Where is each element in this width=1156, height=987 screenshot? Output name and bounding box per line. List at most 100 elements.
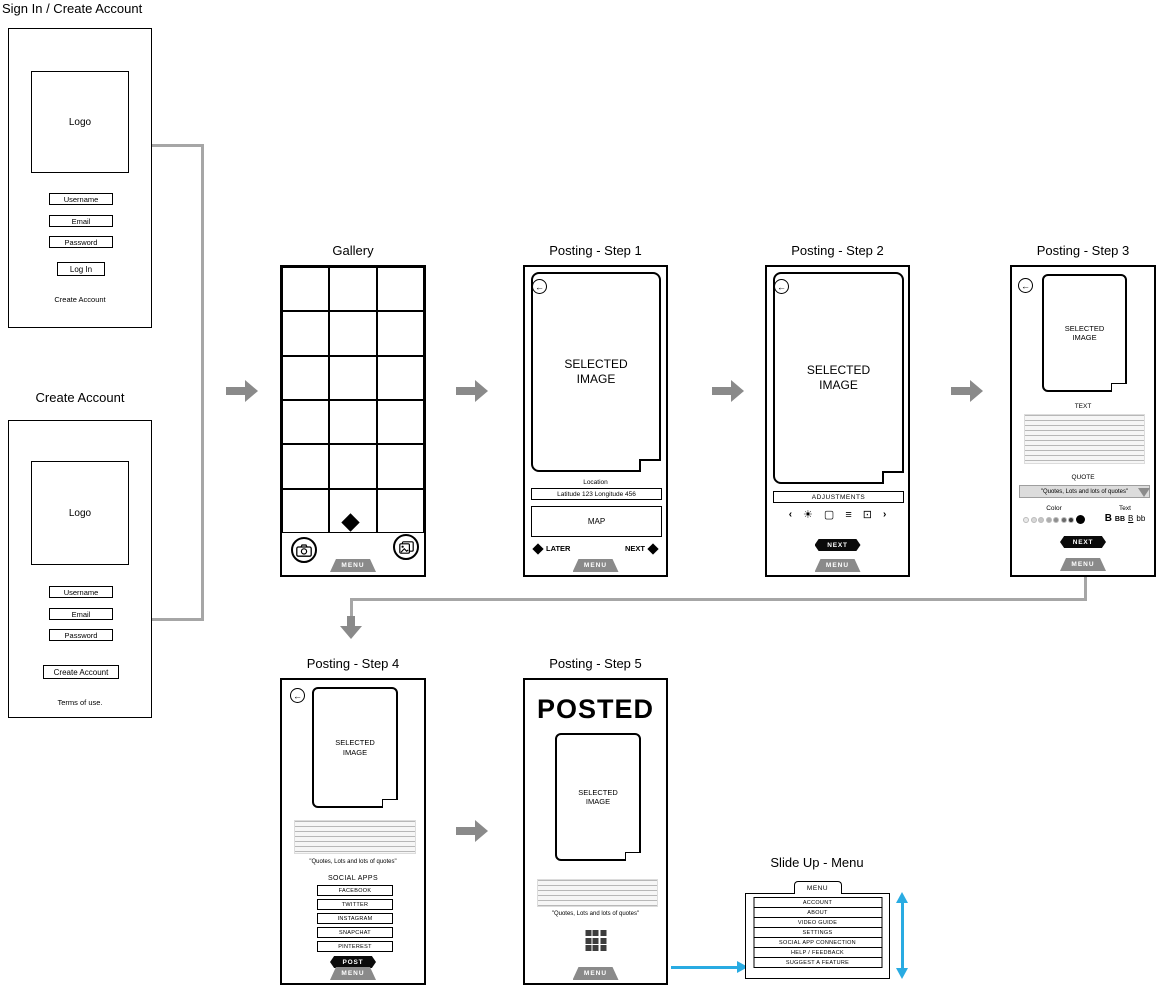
color-swatch[interactable] — [1038, 516, 1045, 523]
social-app-snapchat[interactable]: SNAPCHAT — [317, 927, 393, 938]
posting-step1-screen: ← SELECTED IMAGE Location Latitude 123 L… — [523, 265, 668, 577]
chevron-left-icon[interactable]: ‹ — [788, 509, 793, 520]
next-button[interactable]: NEXT — [625, 542, 659, 555]
photos-button[interactable] — [393, 534, 419, 560]
gallery-cell[interactable] — [329, 355, 377, 400]
menu-tab[interactable]: MENU — [814, 559, 861, 572]
map-view[interactable]: MAP — [531, 506, 662, 537]
location-label: Location — [583, 479, 608, 486]
crop-icon[interactable]: ▢ — [823, 509, 835, 521]
text-style-option[interactable]: B — [1104, 513, 1112, 524]
menu-item-list: ACCOUNT ABOUT VIDEO GUIDE SETTINGS SOCIA… — [753, 897, 882, 968]
gallery-cell[interactable] — [376, 311, 424, 356]
sliders-icon[interactable]: ≡ — [845, 508, 852, 521]
connector-line — [152, 144, 204, 147]
menu-tab[interactable]: MENU — [572, 559, 619, 572]
color-swatch[interactable] — [1023, 516, 1030, 523]
social-apps-label: SOCIAL APPS — [327, 875, 379, 882]
social-app-facebook[interactable]: FACEBOOK — [317, 885, 393, 896]
camera-icon — [296, 543, 312, 557]
gallery-cell[interactable] — [376, 444, 424, 489]
color-options: Color — [1016, 505, 1092, 524]
color-swatch[interactable] — [1075, 515, 1085, 524]
email-field[interactable]: Email — [49, 215, 113, 227]
gallery-cell[interactable] — [282, 488, 330, 533]
posted-heading: POSTED — [536, 694, 655, 724]
sign-in-screen: Logo Username Email Password Log In Crea… — [8, 28, 152, 328]
gallery-cell[interactable] — [329, 399, 377, 445]
quote-dropdown[interactable]: "Quotes, Lots and lots of quotes" — [1019, 485, 1150, 498]
gallery-cell[interactable] — [282, 355, 330, 400]
terms-of-use-link[interactable]: Terms of use. — [57, 698, 103, 707]
log-in-button[interactable]: Log In — [57, 262, 105, 276]
back-button[interactable]: ← — [532, 279, 547, 294]
gallery-cell[interactable] — [376, 488, 424, 533]
grid-square — [585, 937, 591, 944]
logo-placeholder: Logo — [31, 461, 129, 565]
gallery-cell[interactable] — [329, 311, 377, 356]
connector-line — [152, 618, 204, 621]
gallery-cell[interactable] — [329, 267, 377, 312]
slide-up-menu-panel: MENU ACCOUNT ABOUT VIDEO GUIDE SETTINGS … — [745, 881, 890, 979]
social-app-pinterest[interactable]: PINTEREST — [317, 941, 393, 952]
posting-step2-screen: ← SELECTED IMAGE ADJUSTMENTS ‹ ☀ ▢ ≡ ⊡ ›… — [765, 265, 910, 577]
text-style-option[interactable]: B — [1128, 514, 1134, 523]
password-field[interactable]: Password — [49, 629, 113, 641]
gallery-cell[interactable] — [282, 399, 330, 445]
text-input-area[interactable] — [1024, 414, 1145, 464]
chevron-right-icon[interactable]: › — [882, 509, 887, 520]
next-button[interactable]: NEXT — [1060, 536, 1106, 548]
next-button[interactable]: NEXT — [814, 539, 861, 551]
create-account-button[interactable]: Create Account — [43, 665, 119, 679]
text-style-option[interactable]: BB — [1114, 516, 1126, 523]
camera-button[interactable] — [291, 537, 317, 563]
posting-step4-screen: ← SELECTED IMAGE "Quotes, Lots and lots … — [280, 678, 426, 985]
back-button[interactable]: ← — [1018, 278, 1033, 293]
social-app-instagram[interactable]: INSTAGRAM — [317, 913, 393, 924]
color-swatch[interactable] — [1053, 516, 1060, 523]
gallery-cell[interactable] — [282, 444, 330, 489]
color-swatch[interactable] — [1060, 516, 1067, 523]
sign-in-title: Sign In / Create Account — [2, 1, 143, 16]
menu-tab[interactable]: MENU — [330, 967, 376, 980]
color-swatch[interactable] — [1045, 516, 1052, 523]
grid-square — [592, 930, 599, 936]
later-button[interactable]: LATER — [532, 542, 570, 555]
step5-title: Posting - Step 5 — [549, 656, 642, 671]
password-field[interactable]: Password — [49, 236, 113, 248]
quote-text: "Quotes, Lots and lots of quotes" — [309, 859, 397, 865]
username-field[interactable]: Username — [49, 586, 113, 598]
selected-image-label: SELECTED IMAGE — [335, 738, 375, 757]
color-swatch[interactable] — [1068, 516, 1075, 523]
focus-icon[interactable]: ⊡ — [862, 509, 872, 521]
menu-tab[interactable]: MENU — [1060, 558, 1106, 571]
back-button[interactable]: ← — [774, 279, 789, 294]
text-style-options: Text B BB B bb — [1096, 505, 1154, 524]
gallery-cell[interactable] — [376, 355, 424, 400]
post-button[interactable]: POST — [330, 956, 376, 968]
menu-item-suggest-a-feature[interactable]: SUGGEST A FEATURE — [753, 957, 882, 968]
grid-square — [585, 930, 591, 936]
menu-tab[interactable]: MENU — [330, 559, 376, 572]
username-field[interactable]: Username — [49, 193, 113, 205]
text-style-option[interactable]: bb — [1136, 514, 1146, 523]
back-button[interactable]: ← — [290, 688, 305, 703]
quote-label: QUOTE — [1071, 474, 1095, 481]
social-app-twitter[interactable]: TWITTER — [317, 899, 393, 910]
gallery-cell[interactable] — [282, 267, 330, 312]
menu-tab[interactable]: MENU — [793, 881, 842, 894]
gallery-cell[interactable] — [376, 399, 424, 445]
create-account-link[interactable]: Create Account — [54, 295, 106, 304]
folded-corner — [625, 852, 641, 861]
flow-arrow-right — [456, 820, 488, 842]
gallery-cell[interactable] — [282, 311, 330, 356]
menu-grid-icon[interactable] — [585, 930, 606, 951]
gallery-cell[interactable] — [376, 267, 424, 312]
menu-tab[interactable]: MENU — [572, 967, 619, 980]
selected-image: SELECTED IMAGE — [555, 733, 641, 861]
text-label: TEXT — [1074, 403, 1092, 410]
brightness-icon[interactable]: ☀ — [803, 509, 813, 521]
gallery-cell[interactable] — [329, 444, 377, 489]
email-field[interactable]: Email — [49, 608, 113, 620]
color-swatch[interactable] — [1030, 516, 1037, 523]
